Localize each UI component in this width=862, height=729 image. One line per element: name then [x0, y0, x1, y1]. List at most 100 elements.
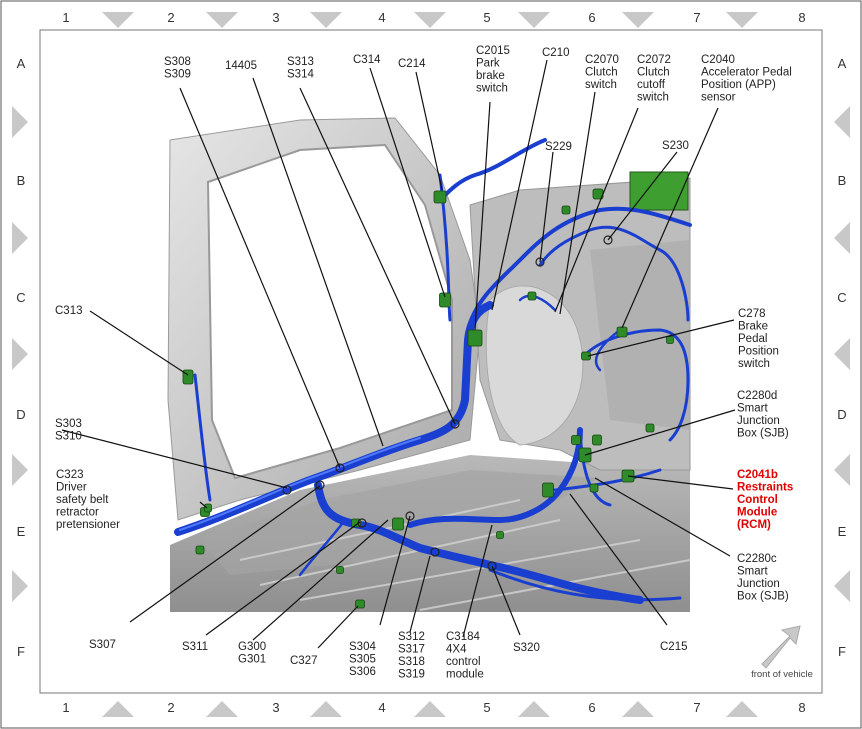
label-line: Accelerator Pedal: [701, 67, 792, 79]
leader-line: [61, 429, 288, 489]
border-triangle-top: [414, 12, 446, 28]
label-line: S229: [545, 141, 572, 153]
label-line: S307: [89, 639, 116, 651]
leader-line: [379, 515, 411, 626]
label-c314: C314: [353, 54, 381, 66]
connector-icon: [561, 205, 571, 215]
leader-line: [252, 519, 389, 641]
grid-column-label-bottom: 2: [167, 700, 174, 715]
label-line: Clutch: [585, 67, 618, 79]
label-line: S306: [349, 666, 376, 678]
grid-row-label-left: D: [16, 407, 25, 422]
label-line: module: [446, 669, 484, 681]
label-line: (RCM): [737, 519, 771, 531]
leader-line: [409, 555, 431, 633]
leader-line: [299, 87, 456, 425]
label-s320: S320: [513, 642, 540, 654]
grid-row-label-left: A: [17, 56, 26, 71]
grid-row-label-left: E: [17, 524, 26, 539]
label-line: sensor: [701, 92, 736, 104]
leader-line: [559, 91, 596, 315]
label-c327: C327: [290, 655, 318, 667]
label-line: cutoff: [637, 79, 666, 91]
label-line: S305: [349, 654, 376, 666]
border-triangle-bottom: [102, 701, 134, 717]
grid-column-label-top: 3: [272, 10, 279, 25]
label-line: Position: [738, 346, 779, 358]
grid-column-label-bottom: 4: [378, 700, 385, 715]
label-line: C2041b: [737, 469, 778, 481]
grid-column-label-top: 8: [798, 10, 805, 25]
label-line: S320: [513, 642, 540, 654]
grid-column-label-top: 6: [588, 10, 595, 25]
connector-icon: [467, 329, 483, 347]
grid-row-label-right: F: [838, 644, 846, 659]
label-line: C2280c: [737, 553, 777, 565]
label-line: Module: [737, 507, 777, 519]
label-s307: S307: [89, 639, 116, 651]
connector-icon: [336, 566, 344, 574]
connector-icon: [204, 503, 212, 513]
grid-column-label-top: 7: [693, 10, 700, 25]
label-line: C323: [56, 469, 84, 481]
connector-icon: [571, 435, 581, 445]
label-line: G301: [238, 654, 266, 666]
label-line: S310: [55, 431, 82, 443]
grid-column-label-bottom: 8: [798, 700, 805, 715]
connector-icon: [666, 336, 674, 344]
label-c215: C215: [660, 641, 688, 653]
border-triangle-top: [622, 12, 654, 28]
label-line: C314: [353, 54, 381, 66]
border-triangle-bottom: [726, 701, 758, 717]
label-line: Smart: [737, 566, 768, 578]
label-line: Driver: [56, 482, 87, 494]
border-triangle-left: [12, 570, 28, 602]
border-triangle-left: [12, 454, 28, 486]
leader-line: [491, 59, 548, 311]
border-triangle-right: [834, 338, 850, 370]
label-line: Clutch: [637, 67, 670, 79]
label-line: brake: [476, 70, 505, 82]
border-triangle-left: [12, 222, 28, 254]
leader-line: [252, 77, 384, 447]
grid-column-label-top: 2: [167, 10, 174, 25]
label-line: Pedal: [738, 333, 767, 345]
label-line: S309: [164, 69, 191, 81]
label-c313: C313: [55, 305, 83, 317]
connector-icon: [645, 423, 655, 433]
leader-line: [179, 87, 341, 469]
grid-column-label-top: 5: [483, 10, 490, 25]
leader-line: [594, 477, 731, 557]
border-triangles-left: [12, 106, 28, 602]
leader-line: [129, 485, 321, 623]
label-line: C2280d: [737, 390, 777, 402]
label-line: S303: [55, 418, 82, 430]
leader-line: [415, 71, 443, 191]
label-line: Box (SJB): [737, 591, 789, 603]
border-triangle-bottom: [414, 701, 446, 717]
border-triangles-bottom: [102, 701, 758, 717]
border-triangle-left: [12, 338, 28, 370]
label-line: Position (APP): [701, 79, 776, 91]
leader-lines-layer: [61, 59, 736, 649]
border-triangle-top: [102, 12, 134, 28]
border-triangles-top: [102, 12, 758, 28]
grid-row-label-left: C: [16, 290, 25, 305]
leader-line: [369, 67, 446, 298]
leader-line: [621, 107, 719, 329]
grid-column-label-bottom: 6: [588, 700, 595, 715]
label-line: C2070: [585, 54, 619, 66]
label-line: switch: [637, 92, 669, 104]
leader-line: [607, 151, 678, 241]
splice-ring-icon: [315, 480, 325, 490]
leader-line: [587, 319, 735, 357]
